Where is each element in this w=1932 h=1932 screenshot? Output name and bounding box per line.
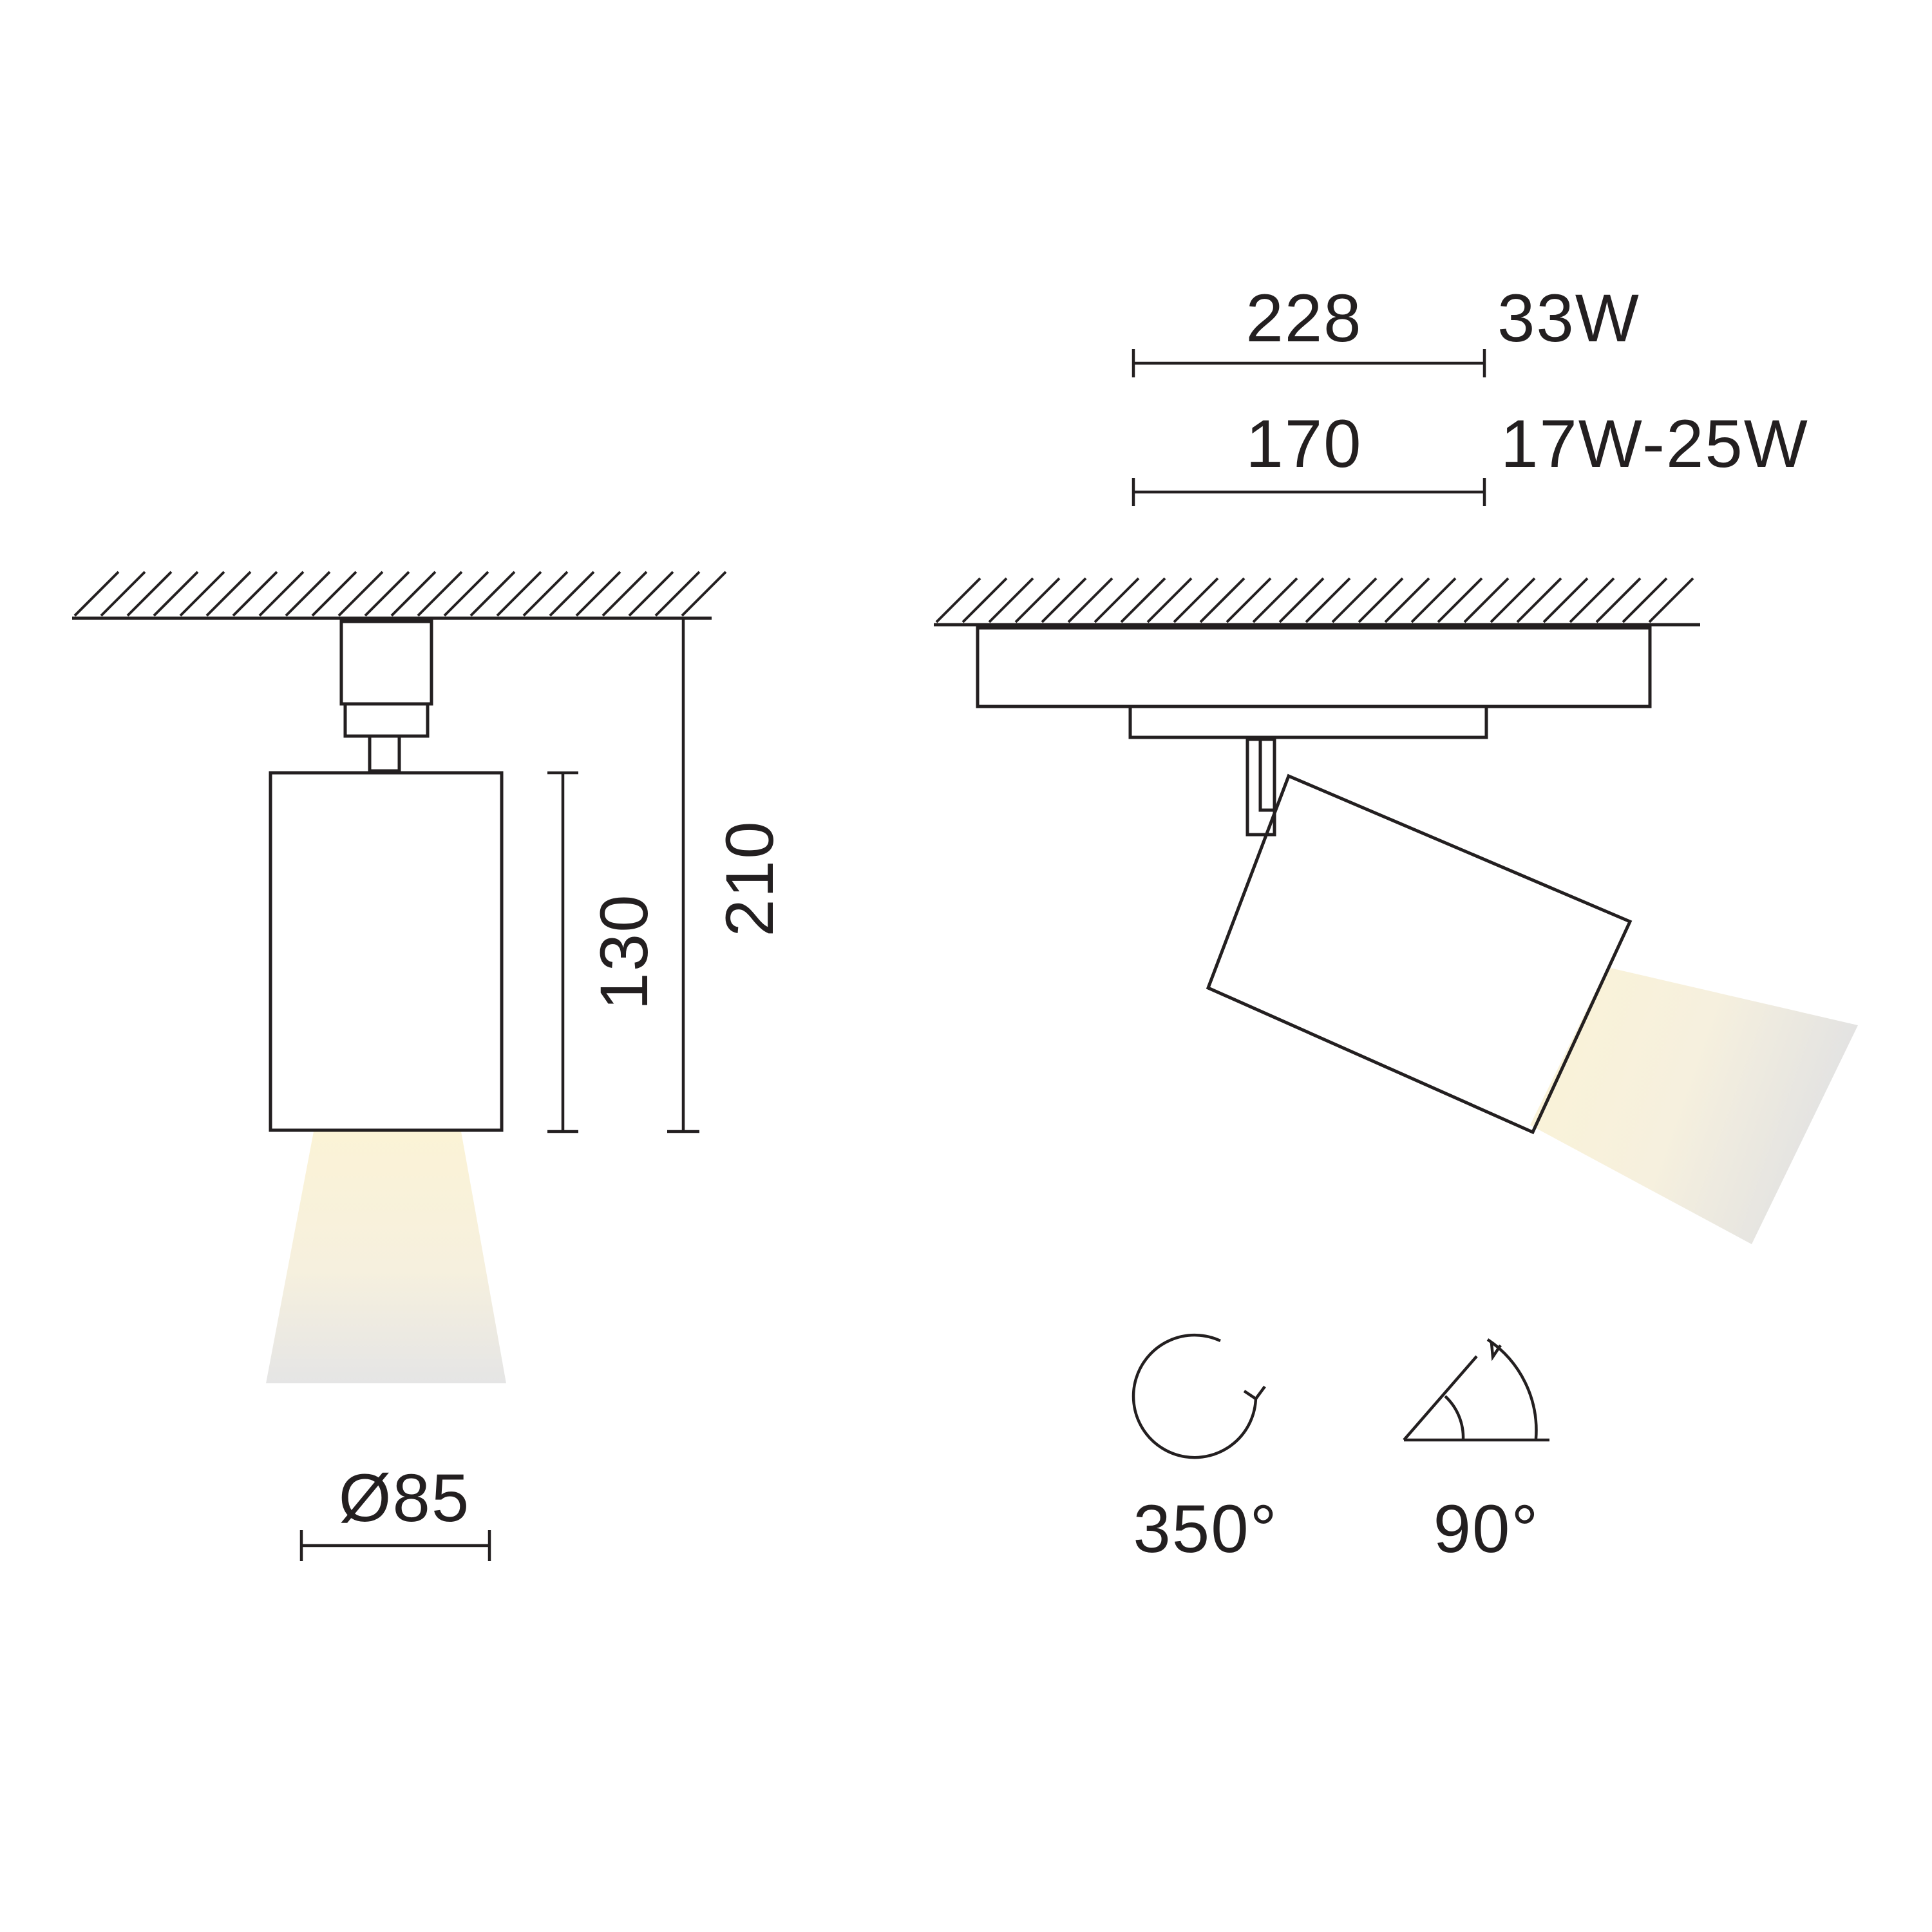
hatch-line — [1358, 577, 1404, 623]
hatch-line — [285, 571, 331, 617]
tilt-label: 90° — [1434, 1492, 1540, 1567]
hatch-line — [1331, 577, 1378, 623]
hatch-line — [961, 577, 1008, 623]
hatch-line — [1305, 577, 1351, 623]
hatch-line — [549, 571, 595, 617]
length-33w-dimension: 228 33W — [1132, 281, 1640, 377]
front-view: 130 210 Ø85 — [72, 571, 788, 1561]
total-height-dimension: 210 — [667, 620, 788, 1133]
hatch-line — [179, 571, 225, 617]
front-ceiling-hatching — [73, 571, 727, 617]
hatch-line — [73, 571, 120, 617]
hatch-line — [1622, 577, 1668, 623]
hatch-line — [443, 571, 489, 617]
hatch-line — [988, 577, 1034, 623]
hatch-line — [1542, 577, 1589, 623]
rotation-label: 350° — [1133, 1492, 1278, 1567]
side-track-rail — [976, 626, 1652, 708]
hatch-line — [1041, 577, 1087, 623]
hatch-line — [1463, 577, 1510, 623]
hatch-line — [469, 571, 516, 617]
hatch-line — [1437, 577, 1483, 623]
diameter-dimension: Ø85 — [299, 1461, 491, 1561]
side-ceiling-hatching — [935, 577, 1694, 623]
hatch-line — [205, 571, 252, 617]
hatch-line — [417, 571, 463, 617]
side-light-beam — [1530, 967, 1858, 1244]
front-adapter-collar — [343, 702, 430, 738]
hatch-line — [681, 571, 727, 617]
hatch-line — [1595, 577, 1642, 623]
hatch-line — [1384, 577, 1430, 623]
hatch-line — [1226, 577, 1272, 623]
side-lamp-body — [1206, 773, 1633, 1135]
hatch-line — [1014, 577, 1061, 623]
hatch-line — [1516, 577, 1562, 623]
hatch-line — [1569, 577, 1615, 623]
hatch-line — [364, 571, 410, 617]
hatch-line — [1067, 577, 1113, 623]
hatch-line — [1278, 577, 1325, 623]
hatch-line — [100, 571, 146, 617]
tilt-angle-icon — [1403, 1338, 1549, 1442]
hatch-line — [935, 577, 981, 623]
hatch-line — [575, 571, 621, 617]
length-17-25w-label: 170 — [1245, 406, 1362, 482]
hatch-line — [232, 571, 278, 617]
body-height-label: 130 — [587, 893, 662, 1010]
tilt-adjustment: 90° — [1403, 1338, 1549, 1567]
hatch-line — [1648, 577, 1694, 623]
wattage-33w-label: 33W — [1497, 281, 1640, 356]
hatch-line — [654, 571, 701, 617]
length-17-25w-dimension: 170 17W-25W — [1132, 406, 1809, 506]
front-stem — [368, 734, 401, 773]
hatch-line — [1252, 577, 1298, 623]
hatch-line — [337, 571, 384, 617]
hatch-line — [628, 571, 674, 617]
hatch-line — [311, 571, 357, 617]
total-height-label: 210 — [712, 820, 788, 936]
hatch-line — [126, 571, 173, 617]
rotation-arrow-icon — [1132, 1333, 1266, 1459]
front-ceiling — [72, 571, 727, 620]
hatch-line — [496, 571, 542, 617]
hatch-line — [1173, 577, 1219, 623]
front-track-adapter — [339, 620, 433, 706]
wattage-17-25w-label: 17W-25W — [1501, 406, 1809, 482]
side-view: 228 33W 170 17W-25W — [934, 281, 1858, 1244]
diameter-label: Ø85 — [339, 1461, 470, 1536]
hatch-line — [1120, 577, 1166, 623]
body-height-dimension: 130 — [547, 771, 662, 1133]
rotation-adjustment: 350° — [1132, 1333, 1278, 1567]
front-light-beam — [266, 1132, 506, 1383]
hatch-line — [1094, 577, 1140, 623]
hatch-line — [522, 571, 569, 617]
side-adapter — [1128, 705, 1488, 739]
hatch-line — [258, 571, 305, 617]
side-ceiling — [934, 577, 1700, 627]
hatch-line — [1199, 577, 1245, 623]
hatch-line — [153, 571, 199, 617]
hatch-line — [1410, 577, 1457, 623]
side-stem-inner — [1258, 737, 1276, 812]
hatch-line — [601, 571, 648, 617]
length-33w-label: 228 — [1245, 281, 1362, 356]
hatch-line — [1490, 577, 1536, 623]
hatch-line — [1146, 577, 1193, 623]
hatch-line — [390, 571, 437, 617]
front-lamp-body — [269, 771, 504, 1132]
